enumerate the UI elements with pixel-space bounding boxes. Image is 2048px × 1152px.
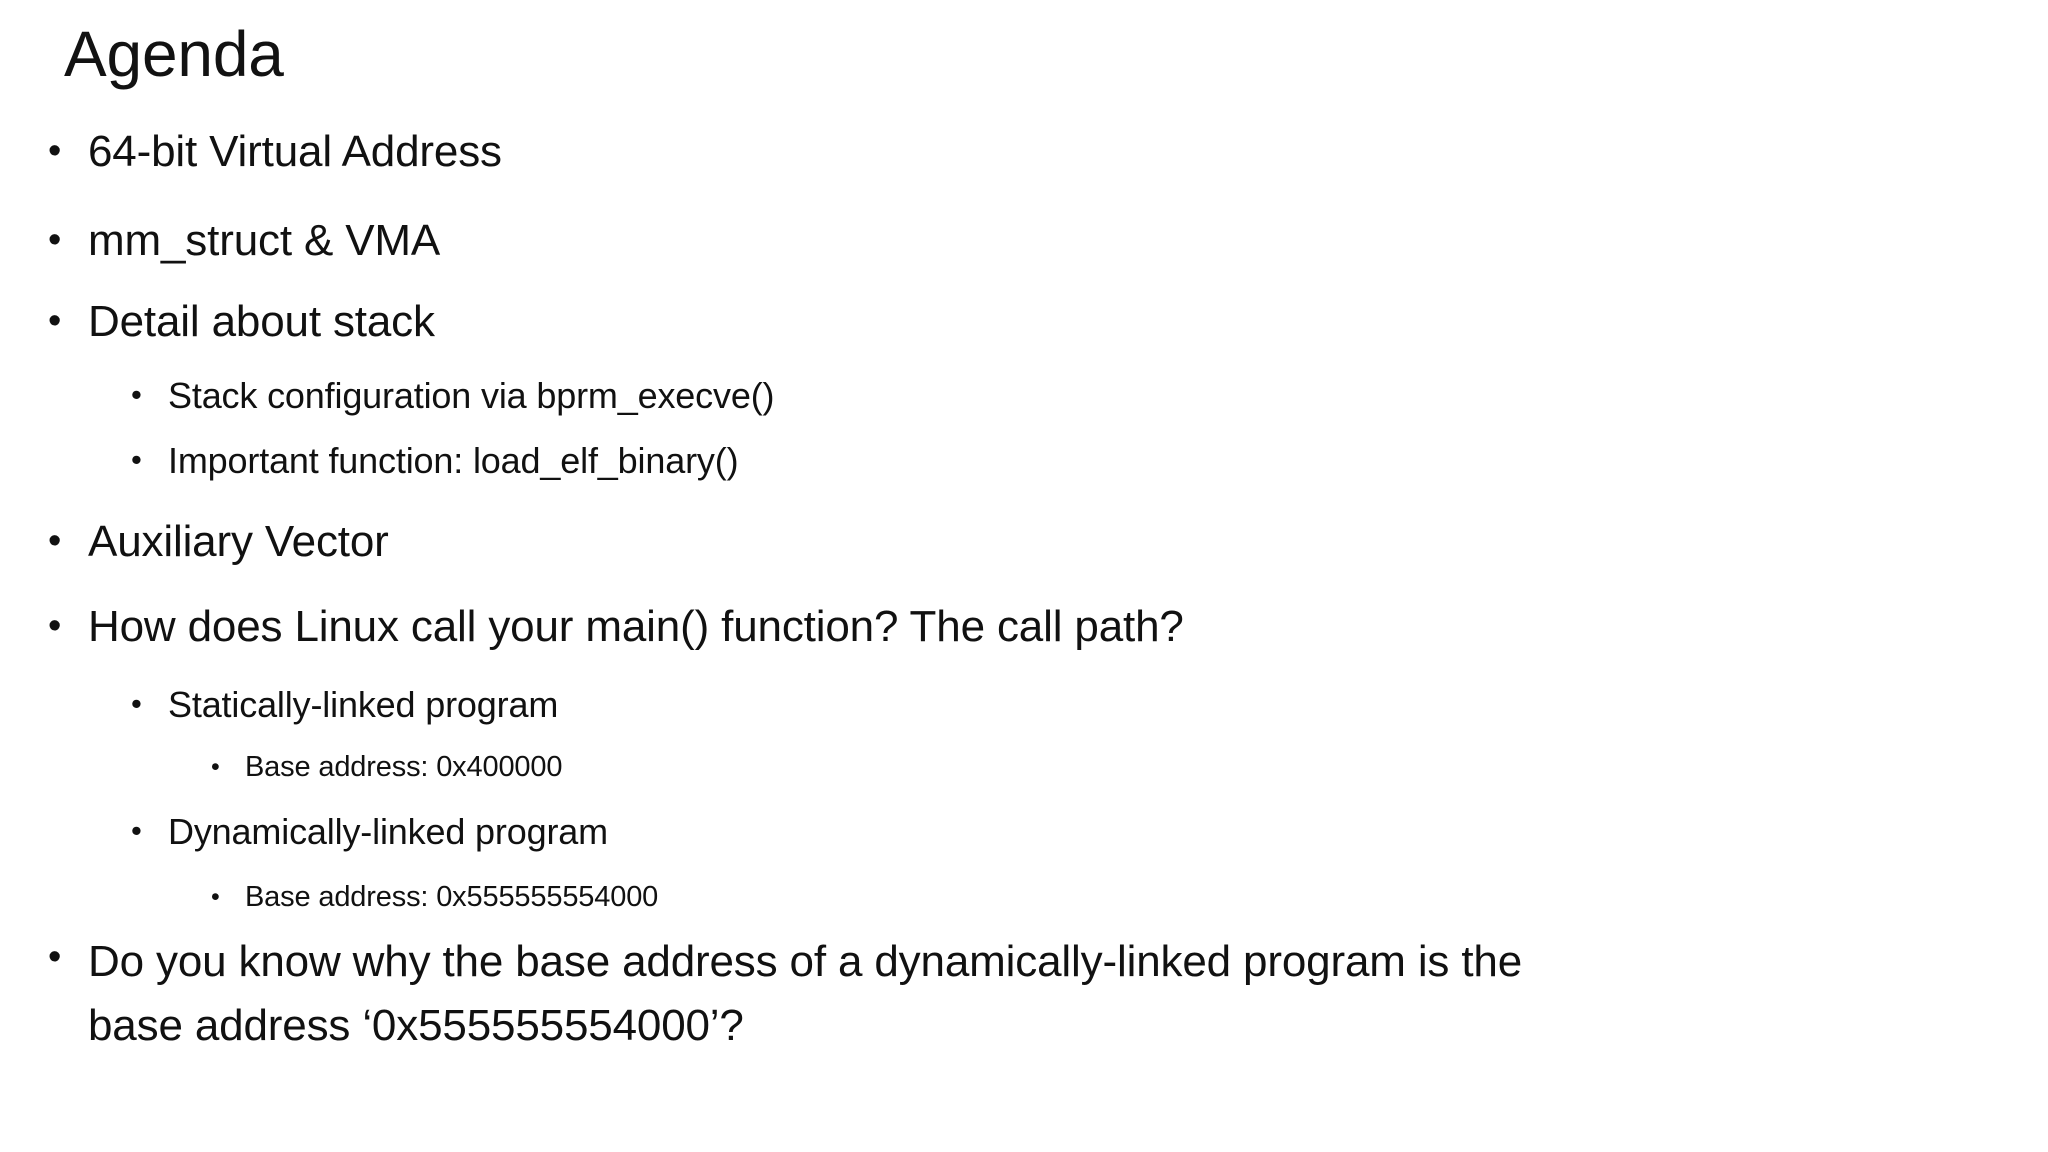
bullet-item-label: Stack configuration via bprm_execve() bbox=[168, 375, 775, 417]
bullet-item: • Dynamically-linked program bbox=[0, 809, 2048, 854]
bullet-item: • mm_struct & VMA bbox=[0, 213, 2048, 268]
bullet-item: • Detail about stack bbox=[0, 294, 2048, 349]
bullet-icon: • bbox=[48, 605, 62, 648]
bullet-item-label: Dynamically-linked program bbox=[168, 810, 608, 852]
slide-title: Agenda bbox=[64, 18, 284, 90]
bullet-icon: • bbox=[131, 686, 142, 722]
bullet-item: • Stack configuration via bprm_execve() bbox=[0, 373, 2048, 418]
bullet-item-label: How does Linux call your main() function… bbox=[88, 602, 1184, 652]
bullet-item: • Auxiliary Vector bbox=[0, 514, 2048, 569]
bullet-icon: • bbox=[48, 300, 62, 343]
bullet-item-label: mm_struct & VMA bbox=[88, 216, 441, 266]
bullet-item-label: Base address: 0x400000 bbox=[245, 751, 563, 784]
bullet-icon: • bbox=[131, 442, 142, 478]
bullet-icon: • bbox=[211, 882, 220, 911]
bullet-item-label: Statically-linked program bbox=[168, 684, 559, 726]
bullet-icon: • bbox=[131, 377, 142, 413]
bullet-item: • Statically-linked program bbox=[0, 682, 2048, 727]
bullet-item-label: Important function: load_elf_binary() bbox=[168, 440, 739, 482]
bullet-icon: • bbox=[48, 219, 62, 262]
bullet-item: • How does Linux call your main() functi… bbox=[0, 599, 2048, 654]
bullet-icon: • bbox=[48, 130, 62, 172]
bullet-item: • Important function: load_elf_binary() bbox=[0, 438, 2048, 483]
bullet-item-label: 64-bit Virtual Address bbox=[88, 127, 502, 176]
bullet-icon: • bbox=[48, 520, 62, 563]
slide-body: • 64-bit Virtual Address • mm_struct & V… bbox=[0, 124, 2048, 1058]
bullet-item-label: Base address: 0x555555554000 bbox=[245, 880, 659, 913]
bullet-icon: • bbox=[48, 935, 62, 978]
bullet-item-label: Detail about stack bbox=[88, 297, 435, 347]
bullet-item: • Base address: 0x555555554000 bbox=[0, 879, 2048, 915]
bullet-item: • Base address: 0x400000 bbox=[0, 749, 2048, 785]
bullet-item: • 64-bit Virtual Address bbox=[0, 124, 2048, 179]
bullet-item-label: Auxiliary Vector bbox=[88, 517, 389, 567]
bullet-item-label: Do you know why the base address of a dy… bbox=[88, 936, 1523, 1050]
bullet-icon: • bbox=[131, 812, 142, 848]
bullet-icon: • bbox=[211, 753, 220, 782]
bullet-item: • Do you know why the base address of a … bbox=[0, 930, 2048, 1058]
